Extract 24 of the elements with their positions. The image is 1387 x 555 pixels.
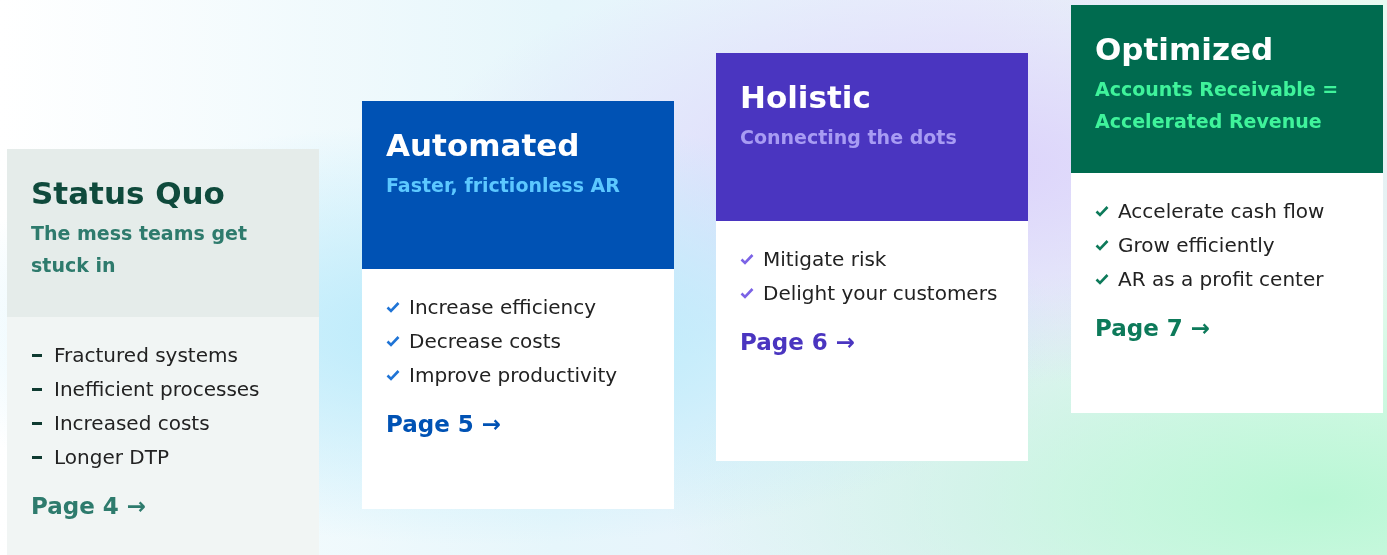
list-item: Delight your customers bbox=[763, 280, 998, 307]
list-item: Accelerate cash flow bbox=[1118, 198, 1325, 225]
list-item: Longer DTP bbox=[54, 444, 169, 471]
list-item: Decrease costs bbox=[409, 328, 562, 355]
list-item: Mitigate risk bbox=[763, 246, 887, 273]
card-subtitle: Accounts Receivable = Accelerated Revenue bbox=[1095, 77, 1340, 134]
page-link: Page 5 → bbox=[386, 411, 502, 437]
list-item: Grow efficiently bbox=[1118, 232, 1275, 259]
page-link: Page 4 → bbox=[31, 493, 147, 519]
list-item: Increased costs bbox=[54, 410, 210, 437]
list-item: Improve productivity bbox=[409, 362, 618, 389]
page-link: Page 6 → bbox=[740, 329, 856, 355]
card-title: Optimized bbox=[1095, 31, 1274, 67]
page-link: Page 7 → bbox=[1095, 315, 1211, 341]
list-item: Inefficient processes bbox=[54, 376, 260, 403]
card-title: Status Quo bbox=[31, 175, 225, 211]
list-item: AR as a profit center bbox=[1118, 266, 1324, 293]
list-item: Fractured systems bbox=[54, 342, 238, 369]
card-subtitle: Connecting the dots bbox=[740, 125, 957, 150]
card-title: Holistic bbox=[740, 79, 871, 115]
list-item: Increase efficiency bbox=[409, 294, 596, 321]
card-subtitle: The mess teams get stuck in bbox=[31, 221, 248, 278]
card-subtitle: Faster, frictionless AR bbox=[386, 173, 620, 198]
card-title: Automated bbox=[386, 127, 580, 163]
